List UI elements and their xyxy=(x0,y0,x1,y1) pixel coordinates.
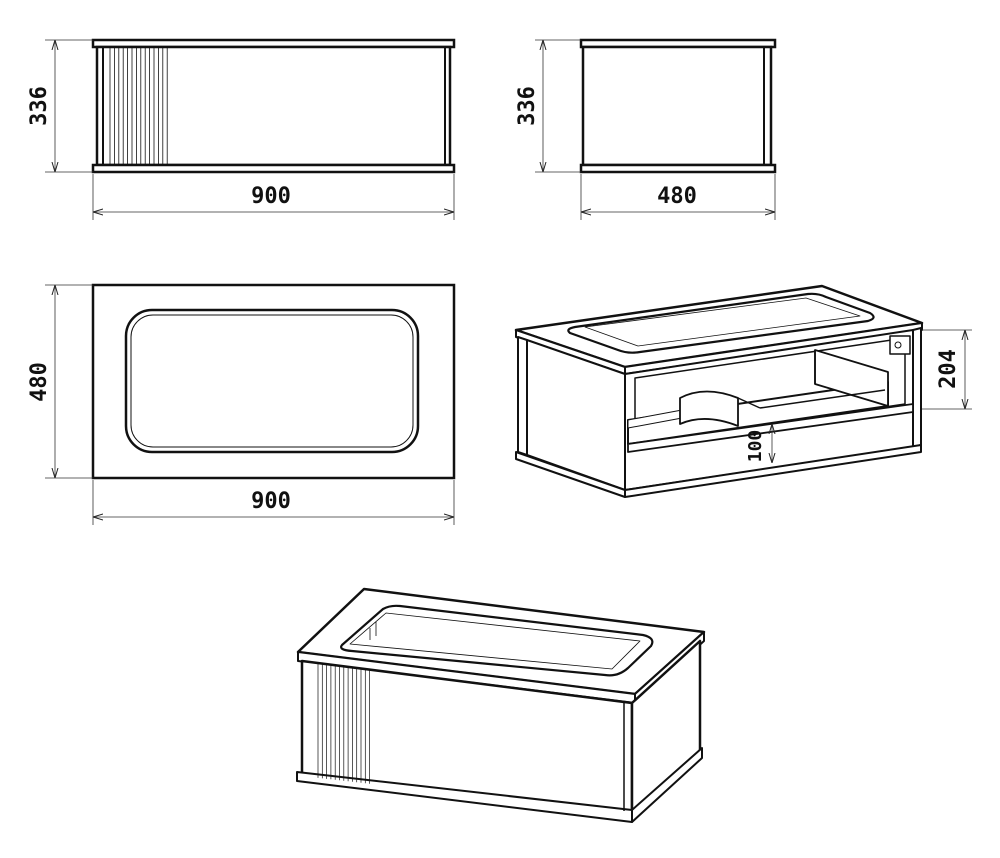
iso-basin xyxy=(340,604,654,677)
drawer-height-label: 204 xyxy=(936,349,961,389)
front-fluting xyxy=(109,47,168,165)
side-height-label: 336 xyxy=(515,86,540,126)
side-dimensions xyxy=(535,39,776,220)
side-view xyxy=(579,38,777,174)
section-dimensions xyxy=(772,329,972,463)
inner-height-label: 100 xyxy=(745,430,766,463)
front-height-label: 336 xyxy=(27,86,52,126)
iso-view xyxy=(296,587,706,823)
front-dimensions xyxy=(45,39,455,220)
top-width-label: 900 xyxy=(251,489,291,514)
front-bottom-panel xyxy=(91,163,456,174)
side-bottom-panel xyxy=(579,163,777,174)
side-body xyxy=(581,45,773,167)
front-view xyxy=(91,38,456,174)
section-view xyxy=(514,284,924,498)
front-width-label: 900 xyxy=(251,184,291,209)
front-body xyxy=(95,45,452,167)
iso-fluting xyxy=(317,663,370,784)
top-view xyxy=(91,283,456,480)
section-divider xyxy=(679,390,739,427)
basin-inner xyxy=(130,314,414,448)
side-width-label: 480 xyxy=(657,184,697,209)
top-height-label: 480 xyxy=(27,362,52,402)
top-dimensions xyxy=(45,284,455,525)
section-basin xyxy=(567,292,875,354)
